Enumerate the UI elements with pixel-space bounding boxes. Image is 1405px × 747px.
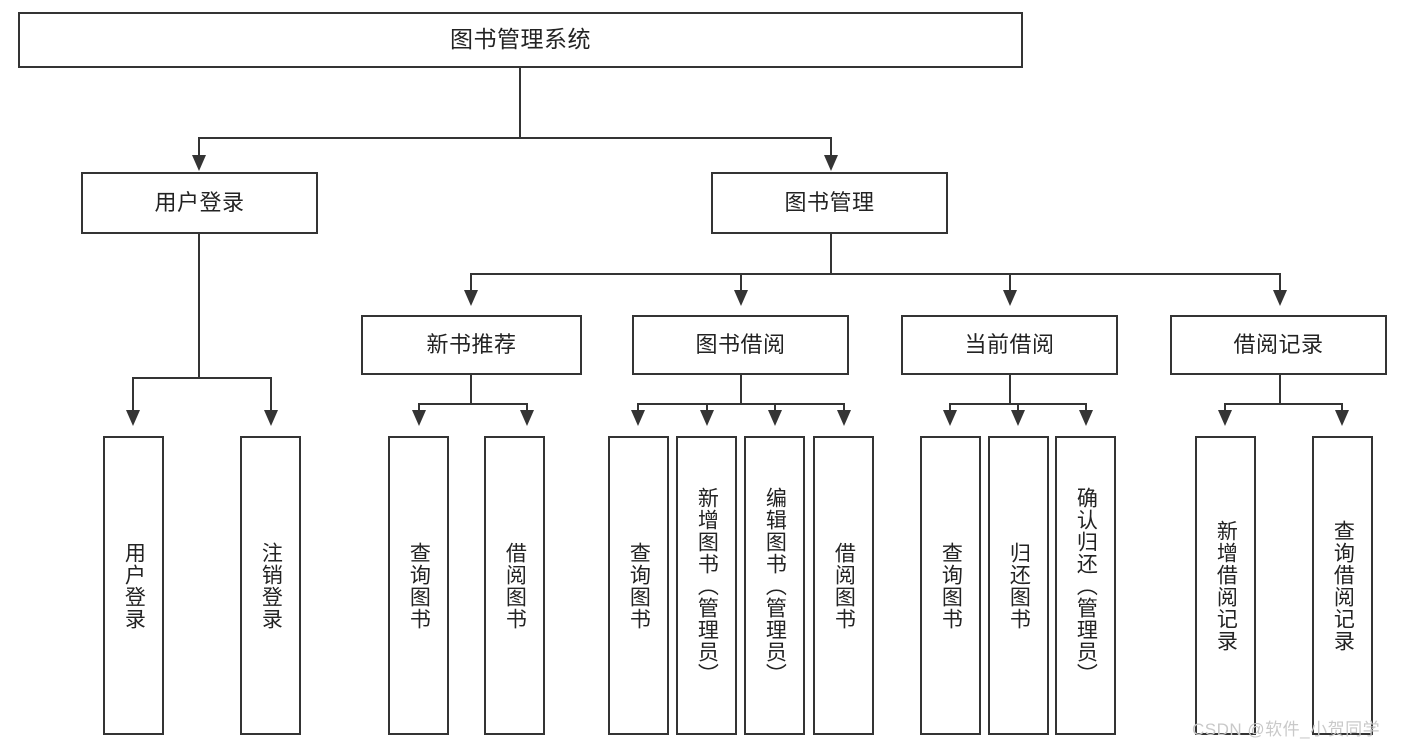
leaf-query-book-3[interactable]: 查询图书 bbox=[920, 436, 981, 735]
leaf-return-book[interactable]: 归还图书 bbox=[988, 436, 1049, 735]
node-user-login[interactable]: 用户登录 bbox=[81, 172, 318, 234]
edge-bm-drop-1 bbox=[470, 273, 472, 295]
arrow-down-icon bbox=[1011, 410, 1025, 426]
arrow-down-icon bbox=[1335, 410, 1349, 426]
leaf-confirm-return[interactable]: 确认归还（管理员） bbox=[1055, 436, 1116, 735]
edge-br-stem bbox=[1279, 375, 1281, 404]
leaf-logout-login[interactable]: 注销登录 bbox=[240, 436, 301, 735]
edge-bb-bus bbox=[637, 403, 845, 405]
edge-br-bus bbox=[1224, 403, 1342, 405]
arrow-down-icon bbox=[837, 410, 851, 426]
arrow-down-icon bbox=[768, 410, 782, 426]
edge-user-login-drop-1 bbox=[132, 377, 134, 417]
edge-bm-drop-3 bbox=[1009, 273, 1011, 295]
edge-root-bus bbox=[198, 137, 832, 139]
leaf-query-record[interactable]: 查询借阅记录 bbox=[1312, 436, 1373, 735]
arrow-down-icon bbox=[264, 410, 278, 426]
leaf-query-book-2[interactable]: 查询图书 bbox=[608, 436, 669, 735]
arrow-down-icon bbox=[824, 155, 838, 171]
node-new-book-recommend[interactable]: 新书推荐 bbox=[361, 315, 582, 375]
leaf-borrow-book-2[interactable]: 借阅图书 bbox=[813, 436, 874, 735]
node-current-borrow[interactable]: 当前借阅 bbox=[901, 315, 1118, 375]
edge-user-login-bus bbox=[132, 377, 270, 379]
edge-bb-stem bbox=[740, 375, 742, 404]
arrow-down-icon bbox=[700, 410, 714, 426]
leaf-edit-book[interactable]: 编辑图书（管理员） bbox=[744, 436, 805, 735]
arrow-down-icon bbox=[192, 155, 206, 171]
edge-book-management-stem bbox=[830, 234, 832, 274]
edge-nbr-stem bbox=[470, 375, 472, 404]
arrow-down-icon bbox=[1273, 290, 1287, 306]
node-root-system[interactable]: 图书管理系统 bbox=[18, 12, 1023, 68]
edge-user-login-stem bbox=[198, 234, 200, 378]
arrow-down-icon bbox=[520, 410, 534, 426]
edge-cb-stem bbox=[1009, 375, 1011, 404]
leaf-user-login[interactable]: 用户登录 bbox=[103, 436, 164, 735]
leaf-add-record[interactable]: 新增借阅记录 bbox=[1195, 436, 1256, 735]
arrow-down-icon bbox=[943, 410, 957, 426]
arrow-down-icon bbox=[1003, 290, 1017, 306]
edge-root-stem bbox=[519, 68, 521, 138]
edge-nbr-bus bbox=[418, 403, 528, 405]
edge-bm-drop-2 bbox=[740, 273, 742, 295]
arrow-down-icon bbox=[412, 410, 426, 426]
arrow-down-icon bbox=[126, 410, 140, 426]
arrow-down-icon bbox=[734, 290, 748, 306]
arrow-down-icon bbox=[464, 290, 478, 306]
edge-root-to-user-login bbox=[198, 137, 200, 163]
edge-bm-drop-4 bbox=[1279, 273, 1281, 295]
edge-user-login-drop-2 bbox=[270, 377, 272, 417]
node-book-borrow[interactable]: 图书借阅 bbox=[632, 315, 849, 375]
arrow-down-icon bbox=[1218, 410, 1232, 426]
watermark-text: CSDN @软件_小贺同学 bbox=[1192, 720, 1381, 739]
leaf-query-book-1[interactable]: 查询图书 bbox=[388, 436, 449, 735]
leaf-borrow-book-1[interactable]: 借阅图书 bbox=[484, 436, 545, 735]
node-book-management[interactable]: 图书管理 bbox=[711, 172, 948, 234]
node-borrow-record[interactable]: 借阅记录 bbox=[1170, 315, 1387, 375]
edge-root-to-book-management bbox=[830, 137, 832, 163]
leaf-add-book[interactable]: 新增图书（管理员） bbox=[676, 436, 737, 735]
edge-book-management-bus bbox=[470, 273, 1281, 275]
arrow-down-icon bbox=[631, 410, 645, 426]
arrow-down-icon bbox=[1079, 410, 1093, 426]
